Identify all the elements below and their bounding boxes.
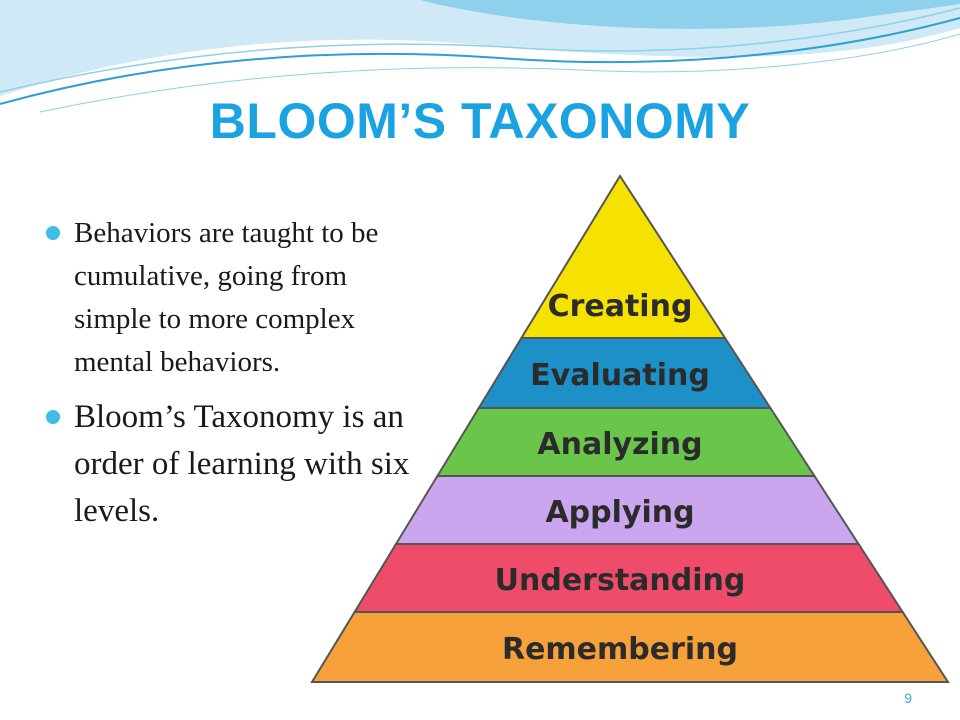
page-number: 9 (904, 690, 912, 706)
pyramid-level-label: Applying (545, 495, 694, 530)
blooms-pyramid-diagram: CreatingEvaluatingAnalyzingApplyingUnder… (310, 174, 950, 683)
bullet-text: Bloom’s Taxonomy is an order of learning… (74, 399, 410, 529)
bullet-item: Behaviors are taught to be cumulative, g… (44, 212, 424, 384)
bullet-text: Behaviors are taught to be cumulative, g… (74, 217, 379, 378)
wave-line-1 (0, 17, 960, 105)
bullet-dot-icon (46, 226, 60, 240)
slide-title: BLOOM’S TAXONOMY (209, 93, 751, 149)
pyramid-level-label: Analyzing (537, 427, 702, 462)
header-wave-decoration (0, 0, 960, 113)
pyramid-level-label: Creating (548, 289, 693, 324)
pyramid-level-band (310, 611, 950, 683)
pyramid-level-label: Understanding (495, 563, 746, 598)
wave-line-2 (0, 7, 960, 93)
pyramid-level-label: Evaluating (530, 358, 710, 393)
pyramid-level-label: Remembering (502, 632, 738, 667)
wave-band-mid (0, 0, 960, 29)
bullet-list: Behaviors are taught to be cumulative, g… (44, 212, 424, 535)
wave-line-3 (39, 33, 960, 113)
bullet-item: Bloom’s Taxonomy is an order of learning… (44, 394, 424, 535)
bullet-dot-icon (46, 410, 60, 424)
